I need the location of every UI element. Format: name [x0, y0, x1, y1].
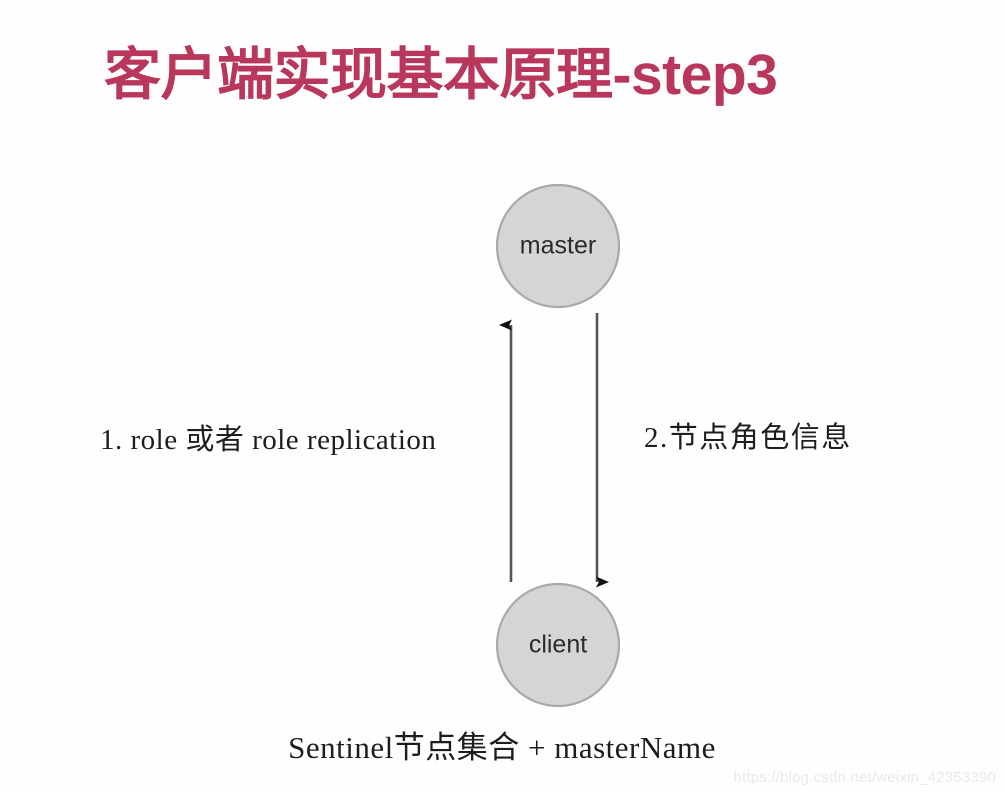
node-client[interactable]: [495, 582, 621, 708]
watermark-text: https://blog.csdn.net/weixin_42353390: [733, 769, 996, 786]
edge-label-client-to-master: 1. role 或者 role replication: [100, 424, 437, 456]
node-master[interactable]: [495, 183, 621, 309]
edge-label-master-to-client: 2.节点角色信息: [644, 422, 852, 454]
bottom-caption: Sentinel节点集合 + masterName: [288, 730, 716, 765]
diagram-svg: [495, 183, 621, 708]
page-title: 客户端实现基本原理-step3: [104, 43, 778, 107]
